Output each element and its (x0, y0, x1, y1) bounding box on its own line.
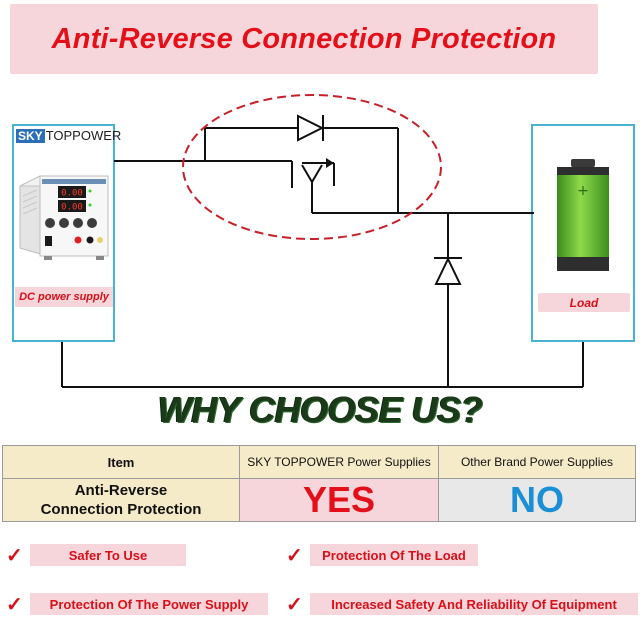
battery-icon: + (557, 159, 609, 271)
check-icon: ✓ (6, 545, 23, 567)
item-line-1: Anti-Reverse (74, 482, 168, 499)
comparison-table: Item SKY TOPPOWER Power Supplies Other B… (2, 445, 636, 522)
circuit-diagram (61, 94, 584, 388)
load-label: Load (538, 293, 630, 312)
table-row: Anti-Reverse Connection Protection YES N… (2, 478, 636, 522)
header-item: Item (2, 445, 240, 479)
brand-toppower: TOPPOWER (45, 128, 122, 143)
ours-value: YES (239, 478, 439, 522)
header-others: Other Brand Power Supplies (438, 445, 636, 479)
header-ours: SKY TOPPOWER Power Supplies (239, 445, 439, 479)
check-icon: ✓ (286, 545, 303, 567)
item-line-2: Connection Protection (40, 501, 202, 518)
brand-logo: SKY TOPPOWER (16, 128, 121, 143)
display-top-readout: 0.00 (61, 189, 83, 199)
why-choose-us-heading: WHY CHOOSE US? (157, 389, 483, 430)
check-icon: ✓ (286, 594, 303, 616)
check-icon: ✓ (6, 594, 23, 616)
power-supply-label: DC power supply (15, 287, 113, 307)
feature-power-supply: Protection Of The Power Supply (30, 593, 268, 615)
display-bottom-readout: 0.00 (61, 203, 83, 213)
brand-sky: SKY (16, 128, 45, 143)
table-header-row: Item SKY TOPPOWER Power Supplies Other B… (2, 445, 636, 479)
svg-text:+: + (577, 183, 589, 199)
page-title: Anti-Reverse Connection Protection (51, 22, 557, 55)
feature-load: Protection Of The Load (310, 544, 478, 566)
item-cell: Anti-Reverse Connection Protection (2, 478, 240, 522)
title-banner (10, 4, 598, 74)
feature-safety-reliability: Increased Safety And Reliability Of Equi… (310, 593, 638, 615)
power-supply-image: 0.00 0.00 (19, 175, 109, 260)
feature-safer: Safer To Use (30, 544, 186, 566)
others-value: NO (438, 478, 636, 522)
